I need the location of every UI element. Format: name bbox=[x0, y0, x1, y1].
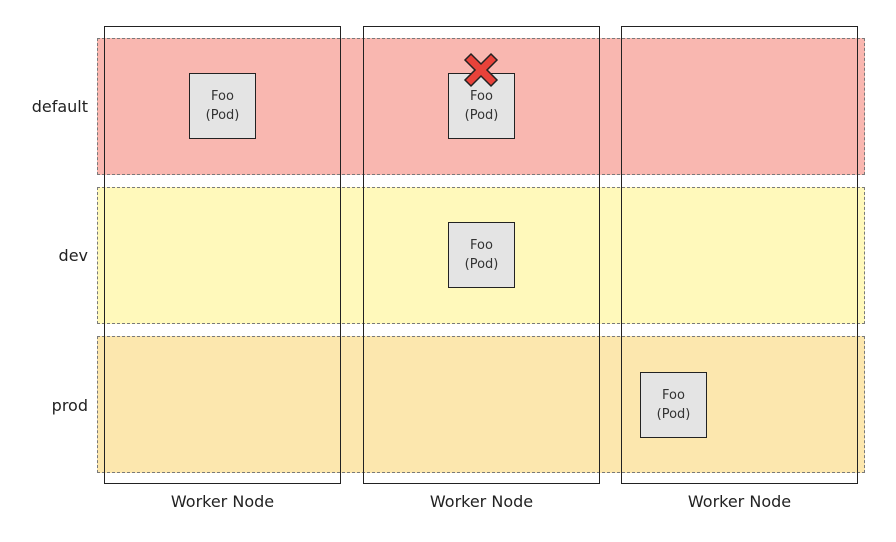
namespace-label-prod: prod bbox=[51, 396, 88, 415]
pod-prod-node-3: Foo (Pod) bbox=[640, 372, 707, 438]
worker-node-1 bbox=[104, 26, 341, 484]
pod-kind: (Pod) bbox=[464, 257, 499, 272]
pod-default-node-1: Foo (Pod) bbox=[189, 73, 256, 139]
x-mark-icon bbox=[463, 52, 499, 88]
pod-dev-node-2: Foo (Pod) bbox=[448, 222, 515, 288]
worker-node-3-label: Worker Node bbox=[687, 492, 792, 511]
pod-kind: (Pod) bbox=[656, 407, 691, 422]
pod-name: Foo bbox=[470, 238, 493, 253]
pod-name: Foo bbox=[211, 89, 234, 104]
pod-name: Foo bbox=[662, 388, 685, 403]
worker-node-3 bbox=[621, 26, 858, 484]
pod-kind: (Pod) bbox=[205, 108, 240, 123]
worker-node-2-label: Worker Node bbox=[429, 492, 534, 511]
pod-kind: (Pod) bbox=[464, 108, 499, 123]
namespace-label-dev: dev bbox=[58, 246, 88, 265]
worker-node-1-label: Worker Node bbox=[170, 492, 275, 511]
worker-node-2 bbox=[363, 26, 600, 484]
namespace-band-prod bbox=[97, 336, 865, 473]
pod-default-node-2: Foo (Pod) bbox=[448, 73, 515, 139]
namespace-label-default: default bbox=[31, 97, 88, 116]
pod-name: Foo bbox=[470, 89, 493, 104]
